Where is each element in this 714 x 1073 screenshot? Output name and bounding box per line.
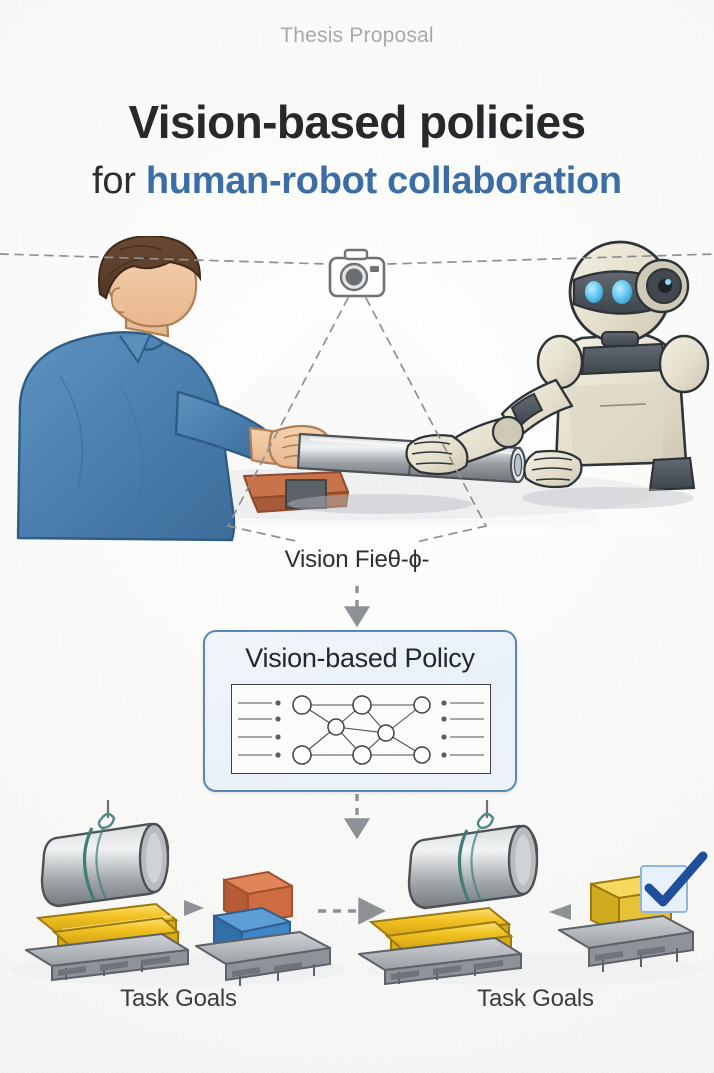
eyebrow-label: Thesis Proposal [280,24,434,47]
task-panel-left [0,800,357,1000]
robot-eye-right [612,280,632,304]
humanoid-robot-figure [405,240,710,492]
vision-field-lines [0,253,714,543]
collaboration-scene: Vision Fieθ-ɸ- [0,236,714,576]
neural-network-diagram [231,684,491,774]
title-accent: human-robot collaboration [145,160,622,202]
policy-label: Vision-based Policy [245,643,475,673]
page-title-line1: Vision-based policies [128,96,587,148]
hoisted-pipe-left [40,800,170,908]
hoisted-pipe-right [407,800,539,910]
yellow-bars-pallet-right [358,906,522,986]
camera-icon [328,248,386,298]
arrow-scene-to-policy-head [343,606,371,628]
task-goals-caption-left: Task Goals [120,985,237,1012]
page-title-line2: for human-robot collaboration [0,160,714,203]
stacked-boxes-pallet-left [195,871,331,986]
task-panel-right [357,800,714,1000]
robot-eye-left [585,281,603,303]
panel-inner-arrow-left [184,900,204,916]
vision-field-label: Vision Fieθ-ɸ- [284,546,430,573]
vision-based-policy-box[interactable]: Vision-based Policy [203,630,517,792]
yellow-bars-pallet-left [25,902,189,982]
checkmark-icon [640,851,708,913]
task-goals-caption-right: Task Goals [477,985,594,1012]
title-prefix: for [92,160,146,202]
panel-inner-arrow-right [549,904,571,920]
